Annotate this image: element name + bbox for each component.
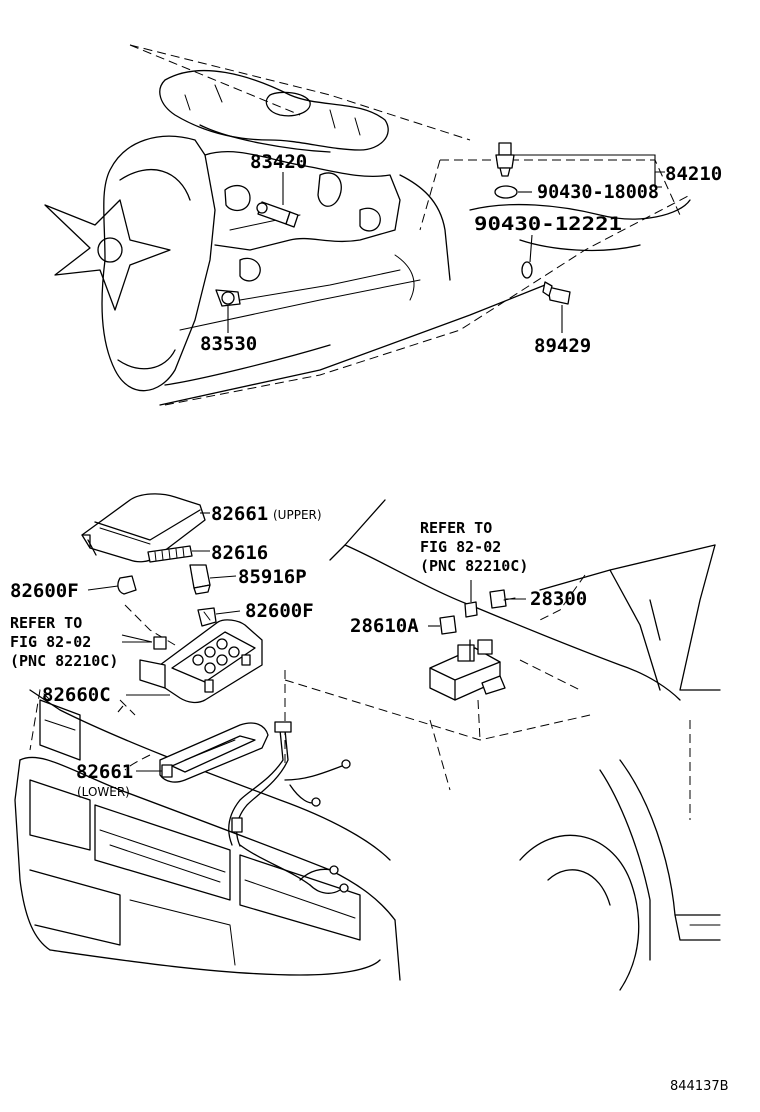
refer-to-right-line3: (PNC 82210C)	[420, 557, 528, 575]
upper-leader-lines	[227, 154, 665, 333]
part-number-83420: 83420	[250, 151, 307, 173]
fuse-82616-part	[147, 545, 193, 563]
part-number-90430-12221: 90430-12221	[474, 213, 622, 235]
diagram-code: 844137B	[670, 1079, 729, 1094]
refer-to-left-line2: FIG 82-02	[10, 633, 91, 651]
relay-left-ref-part	[153, 636, 167, 650]
part-number-82660C: 82660C	[42, 684, 111, 706]
upper-note: (UPPER)	[273, 508, 322, 522]
sensor-83530-part	[215, 289, 241, 307]
part-number-90430-18008: 90430-18008	[537, 181, 659, 203]
switch-84210-part	[495, 142, 515, 177]
relay-bracket-assembly	[429, 639, 506, 701]
engine-illustration	[44, 44, 691, 406]
part-number-82661-upper: 82661	[211, 503, 268, 525]
part-number-84210: 84210	[665, 163, 722, 185]
fuse-box-upper-cover	[81, 493, 206, 563]
relay-block-82660C	[139, 619, 263, 704]
sensor-83420-part	[256, 201, 299, 228]
lower-note: (LOWER)	[77, 785, 130, 799]
refer-to-right-line2: FIG 82-02	[420, 538, 501, 556]
gasket-90430-12221-part	[521, 261, 533, 279]
wire-harness	[228, 721, 351, 894]
refer-to-right-line1: REFER TO	[420, 519, 492, 537]
part-number-82616: 82616	[211, 542, 268, 564]
part-number-82600F-left: 82600F	[10, 580, 79, 602]
relay-28610A-part	[439, 615, 457, 635]
relay-85916P-part	[189, 564, 211, 595]
sensor-89429-part	[542, 281, 571, 305]
refer-to-left-line1: REFER TO	[10, 614, 82, 632]
part-number-82661-lower: 82661	[76, 761, 133, 783]
lower-leader-lines	[87, 512, 526, 772]
part-number-82600F-right: 82600F	[245, 600, 314, 622]
fuse-82600F-right-part	[197, 607, 217, 627]
gasket-90430-18008-part	[494, 185, 518, 199]
relay-28300-part	[489, 589, 516, 609]
fuse-82600F-left-part	[117, 575, 137, 595]
refer-to-left-line3: (PNC 82210C)	[10, 652, 118, 670]
part-number-83530: 83530	[200, 333, 257, 355]
part-number-89429: 89429	[534, 335, 591, 357]
relay-right-ref-part	[464, 601, 478, 618]
fuse-box-lower-cover	[159, 722, 269, 783]
part-number-28300: 28300	[530, 588, 587, 610]
vehicle-body-illustration	[14, 499, 721, 991]
part-number-85916P: 85916P	[238, 566, 307, 588]
part-number-28610A: 28610A	[350, 615, 419, 637]
